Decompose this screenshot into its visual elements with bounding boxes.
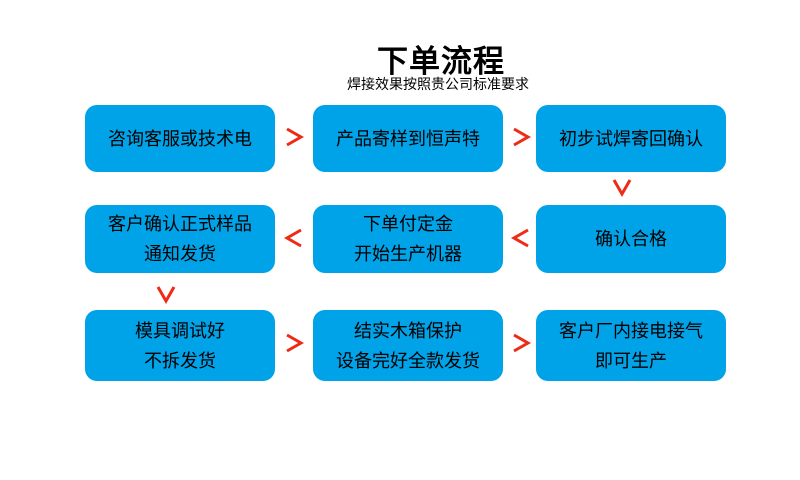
- page-subtitle: 焊接效果按照贵公司标准要求: [347, 76, 529, 92]
- step-7-text-line2: 不拆发货: [144, 350, 216, 371]
- step-8-text-line1: 结实木箱保护: [354, 320, 462, 341]
- step-4-confirm-qualified-box: 确认合格: [536, 205, 726, 273]
- step-9-text-line1: 客户厂内接电接气: [559, 320, 703, 341]
- arrow-down-icon: [611, 176, 633, 198]
- step-5-text-line2: 开始生产机器: [354, 244, 462, 264]
- step-1-consult-box: 咨询客服或技术电: [85, 105, 275, 172]
- step-5-order-deposit-box: 下单付定金 开始生产机器: [313, 205, 503, 273]
- step-9-customer-setup-box: 客户厂内接电接气 即可生产: [536, 310, 726, 381]
- step-3-trial-weld-box: 初步试焊寄回确认: [536, 105, 726, 172]
- arrow-down-icon: [155, 283, 177, 305]
- step-7-text-line1: 模具调试好: [135, 320, 225, 341]
- page-title: 下单流程: [377, 44, 505, 79]
- step-8-text-line2: 设备完好全款发货: [336, 350, 480, 371]
- arrow-left-icon: [283, 227, 305, 249]
- step-2-text: 产品寄样到恒声特: [336, 128, 480, 149]
- step-6-text-line2: 通知发货: [144, 244, 216, 264]
- step-8-wooden-crate-box: 结实木箱保护 设备完好全款发货: [313, 310, 503, 381]
- step-7-mold-debug-box: 模具调试好 不拆发货: [85, 310, 275, 381]
- step-2-send-sample-box: 产品寄样到恒声特: [313, 105, 503, 172]
- arrow-right-icon: [283, 332, 305, 354]
- step-4-text: 确认合格: [595, 229, 667, 249]
- step-6-confirm-sample-box: 客户确认正式样品 通知发货: [85, 205, 275, 273]
- step-9-text-line2: 即可生产: [595, 350, 667, 371]
- step-3-text: 初步试焊寄回确认: [559, 128, 703, 149]
- step-5-text-line1: 下单付定金: [363, 214, 453, 234]
- arrow-right-icon: [510, 332, 532, 354]
- step-1-text: 咨询客服或技术电: [108, 128, 252, 149]
- arrow-right-icon: [283, 126, 305, 148]
- arrow-left-icon: [510, 227, 532, 249]
- step-6-text-line1: 客户确认正式样品: [108, 214, 252, 234]
- arrow-right-icon: [510, 126, 532, 148]
